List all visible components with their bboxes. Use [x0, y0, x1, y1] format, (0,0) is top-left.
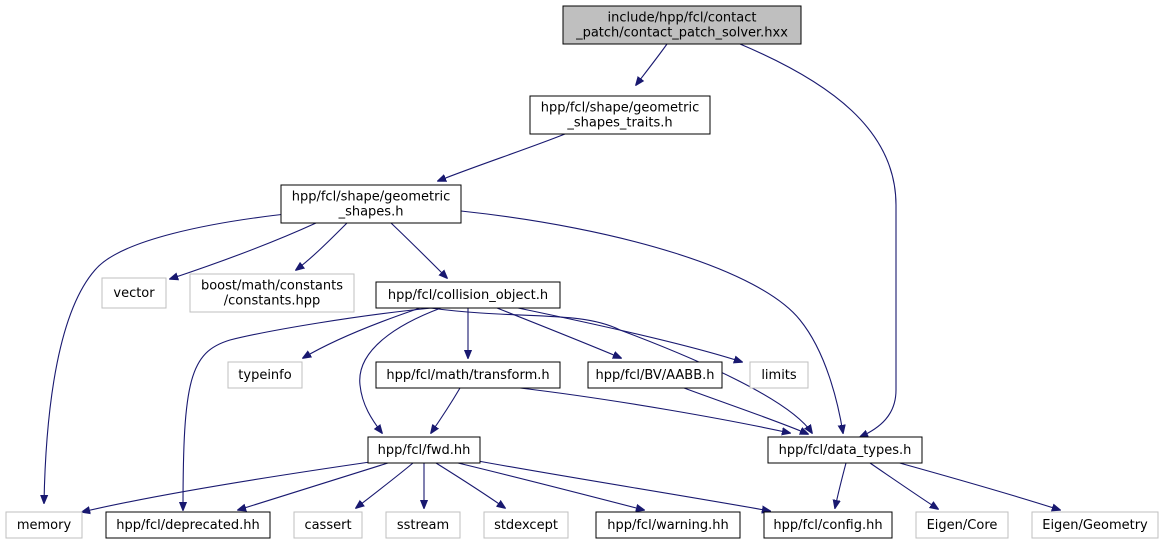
node-label-boost-line-1: /constants.hpp — [224, 294, 321, 309]
node-label-root-line-0: include/hpp/fcl/contact — [608, 11, 757, 26]
node-label-eigengeom-line-0: Eigen/Geometry — [1042, 518, 1148, 533]
node-shapes[interactable]: hpp/fcl/shape/geometric_shapes.h — [280, 184, 462, 224]
node-datatypes[interactable]: hpp/fcl/data_types.h — [767, 436, 923, 464]
node-limits: limits — [749, 361, 809, 389]
node-label-sstream-line-0: sstream — [397, 518, 449, 533]
node-collision[interactable]: hpp/fcl/collision_object.h — [375, 281, 561, 309]
edge-fwd-to-deprecated — [238, 462, 389, 510]
node-label-vector-line-0: vector — [113, 286, 155, 301]
node-label-shapes-line-0: hpp/fcl/shape/geometric — [292, 190, 451, 205]
node-label-root-line-1: _patch/contact_patch_solver.hxx — [575, 26, 788, 41]
edges-layer — [44, 43, 1060, 512]
node-box-eigencore — [915, 511, 1009, 539]
node-label-boost-line-0: boost/math/constants — [201, 279, 343, 294]
node-box-shapes — [280, 184, 462, 224]
node-vector: vector — [101, 277, 167, 309]
node-box-warning — [595, 511, 741, 539]
edge-shapes-to-vector — [170, 222, 317, 279]
edge-fwd-to-stdexcept — [435, 462, 505, 508]
node-fwd[interactable]: hpp/fcl/fwd.hh — [367, 436, 481, 464]
node-eigencore: Eigen/Core — [915, 511, 1009, 539]
edge-collision-to-aabb — [496, 307, 621, 358]
node-transform[interactable]: hpp/fcl/math/transform.h — [375, 361, 561, 389]
node-box-vector — [101, 277, 167, 309]
edge-fwd-to-warning — [457, 462, 644, 510]
node-box-transform — [375, 361, 561, 389]
edge-collision-to-limits — [517, 307, 742, 362]
node-box-typeinfo — [227, 361, 303, 389]
node-typeinfo: typeinfo — [227, 361, 303, 389]
node-config[interactable]: hpp/fcl/config.hh — [763, 511, 893, 539]
node-sstream: sstream — [385, 511, 461, 539]
edge-collision-to-datatypes — [429, 307, 812, 433]
edge-shapes-to-collision — [390, 222, 447, 278]
edge-shapes-to-memory — [44, 212, 296, 503]
node-cassert: cassert — [293, 511, 363, 539]
node-label-traits-line-1: _shapes_traits.h — [566, 116, 672, 131]
edge-shapes-to-datatypes — [460, 210, 843, 433]
node-warning[interactable]: hpp/fcl/warning.hh — [595, 511, 741, 539]
node-label-deprecated-line-0: hpp/fcl/deprecated.hh — [116, 518, 259, 533]
node-label-datatypes-line-0: hpp/fcl/data_types.h — [779, 443, 912, 458]
node-box-cassert — [293, 511, 363, 539]
node-label-config-line-0: hpp/fcl/config.hh — [773, 518, 882, 533]
edge-root-to-traits — [636, 43, 668, 85]
edge-transform-to-fwd — [431, 387, 461, 433]
edge-collision-to-deprecated — [183, 307, 433, 510]
node-box-traits — [529, 95, 711, 135]
nodes-layer: include/hpp/fcl/contact_patch/contact_pa… — [5, 5, 1159, 539]
node-label-collision-line-0: hpp/fcl/collision_object.h — [388, 288, 548, 303]
edge-datatypes-to-config — [835, 462, 847, 508]
node-box-limits — [749, 361, 809, 389]
edge-datatypes-to-eigengeom — [895, 461, 1060, 510]
node-box-deprecated — [105, 511, 271, 539]
node-label-typeinfo-line-0: typeinfo — [238, 368, 291, 383]
node-label-cassert-line-0: cassert — [304, 518, 351, 533]
edge-fwd-to-cassert — [356, 462, 414, 508]
node-label-stdexcept-line-0: stdexcept — [494, 518, 558, 533]
node-label-memory-line-0: memory — [17, 518, 72, 533]
node-boost: boost/math/constants/constants.hpp — [189, 273, 355, 313]
node-box-memory — [5, 511, 83, 539]
node-label-fwd-line-0: hpp/fcl/fwd.hh — [378, 443, 471, 458]
node-traits[interactable]: hpp/fcl/shape/geometric_shapes_traits.h — [529, 95, 711, 135]
node-label-transform-line-0: hpp/fcl/math/transform.h — [386, 368, 549, 383]
node-box-stdexcept — [483, 511, 569, 539]
edge-shapes-to-boost — [296, 222, 348, 270]
node-label-traits-line-0: hpp/fcl/shape/geometric — [541, 101, 700, 116]
edge-fwd-to-memory — [82, 461, 371, 512]
edge-transform-to-datatypes — [519, 387, 790, 433]
node-box-eigengeom — [1031, 511, 1159, 539]
node-label-eigencore-line-0: Eigen/Core — [927, 518, 998, 533]
edge-collision-to-typeinfo — [303, 307, 421, 358]
node-box-aabb — [587, 361, 723, 389]
node-box-fwd — [367, 436, 481, 464]
edge-fwd-to-config — [477, 460, 770, 511]
node-deprecated[interactable]: hpp/fcl/deprecated.hh — [105, 511, 271, 539]
node-box-collision — [375, 281, 561, 309]
edge-aabb-to-datatypes — [683, 387, 808, 434]
edge-datatypes-to-eigencore — [869, 462, 938, 509]
node-memory: memory — [5, 511, 83, 539]
node-root: include/hpp/fcl/contact_patch/contact_pa… — [562, 5, 802, 45]
edge-root-to-datatypes — [739, 43, 897, 437]
node-label-warning-line-0: hpp/fcl/warning.hh — [607, 518, 729, 533]
node-box-root — [562, 5, 802, 45]
node-aabb[interactable]: hpp/fcl/BV/AABB.h — [587, 361, 723, 389]
node-box-datatypes — [767, 436, 923, 464]
edge-traits-to-shapes — [438, 133, 566, 181]
node-box-boost — [189, 273, 355, 313]
node-box-sstream — [385, 511, 461, 539]
node-box-config — [763, 511, 893, 539]
node-stdexcept: stdexcept — [483, 511, 569, 539]
node-label-shapes-line-1: _shapes.h — [338, 205, 404, 220]
edge-collision-to-fwd — [359, 307, 442, 433]
node-eigengeom: Eigen/Geometry — [1031, 511, 1159, 539]
node-label-limits-line-0: limits — [761, 368, 797, 383]
node-label-aabb-line-0: hpp/fcl/BV/AABB.h — [596, 368, 715, 383]
